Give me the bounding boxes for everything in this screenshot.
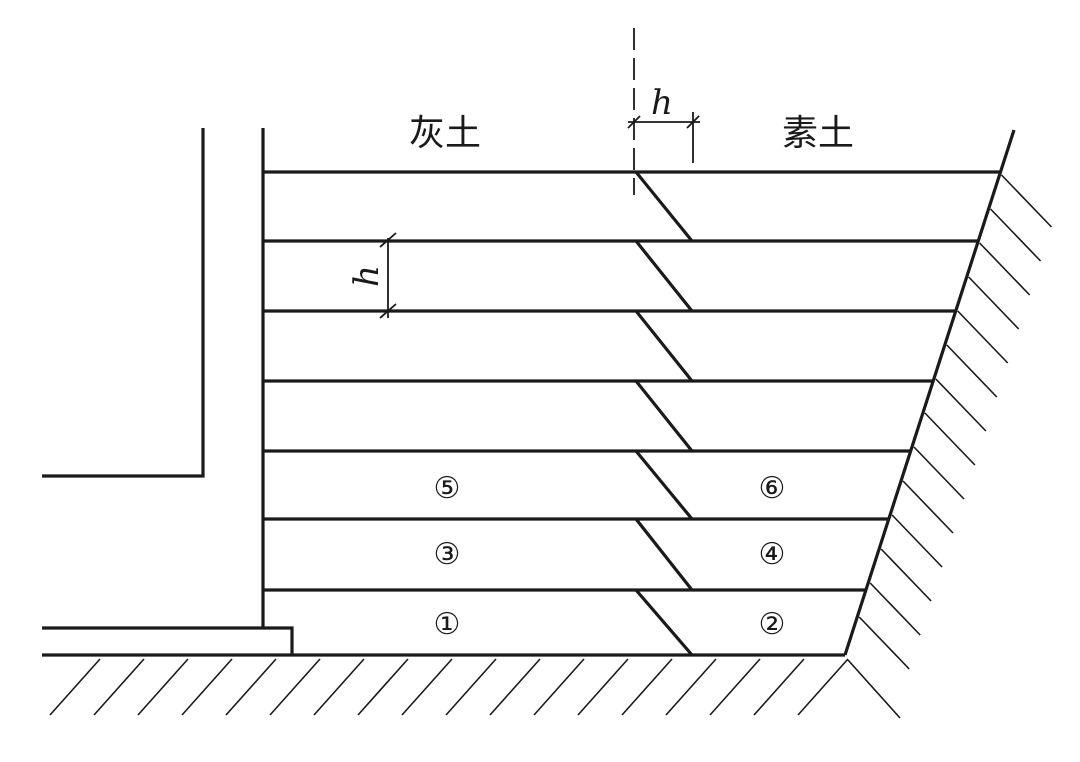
- section-4: ④: [759, 537, 786, 572]
- ground-hatch-mark: [401, 658, 453, 716]
- ground-hatch-mark: [93, 658, 145, 716]
- slope-hatch-mark: [957, 310, 1009, 364]
- footing-outline: [42, 626, 294, 655]
- step-joints: [634, 170, 694, 657]
- svg-text:④: ④: [759, 537, 786, 572]
- svg-text:⑥: ⑥: [759, 471, 786, 506]
- ground-hatch-mark: [357, 658, 409, 716]
- svg-text:②: ②: [759, 607, 786, 642]
- top-dimension-label: h: [651, 83, 673, 123]
- slope-hatching: [858, 174, 1053, 670]
- step-joint-6: [634, 518, 694, 591]
- svg-text:③: ③: [434, 537, 461, 572]
- svg-text:①: ①: [434, 607, 461, 642]
- slope-hatch-mark: [891, 514, 943, 568]
- top-dimension: h: [627, 83, 700, 163]
- ground-hatch-mark: [753, 658, 805, 716]
- svg-text:⑤: ⑤: [434, 471, 461, 506]
- excavation-slope: [843, 129, 1016, 656]
- side-dimension-label: h: [347, 265, 387, 287]
- side-dimension: h: [347, 232, 397, 319]
- step-joint-3: [634, 310, 694, 382]
- slope-hatch-mark: [858, 616, 910, 670]
- outer-wall: [42, 128, 205, 478]
- ground-hatch-mark: [847, 659, 901, 719]
- slope-hatch-mark: [924, 412, 976, 466]
- slope-hatch-mark: [869, 582, 921, 636]
- slope-hatch-mark: [902, 480, 954, 534]
- slope-hatch-mark: [989, 208, 1042, 262]
- ground-hatch-mark: [313, 658, 365, 716]
- slope-hatch-mark: [935, 378, 987, 432]
- step-joint-7: [634, 588, 694, 657]
- ground-hatch-mark: [665, 658, 717, 716]
- ground-hatch-mark: [137, 658, 189, 716]
- slope-hatch-mark: [968, 276, 1020, 330]
- fill-layers: [263, 170, 1001, 592]
- section-6: ⑥: [759, 471, 786, 506]
- step-joint-4: [634, 380, 694, 452]
- section-3: ③: [434, 537, 461, 572]
- ground-hatch-mark: [621, 658, 673, 716]
- lime-soil-label: 灰土: [409, 113, 481, 154]
- ground-hatch-mark: [489, 658, 541, 716]
- slope-hatch-mark: [979, 242, 1031, 296]
- ground-hatch-mark: [445, 658, 497, 716]
- slope-hatch-mark: [946, 344, 998, 398]
- plain-soil-label: 素土: [782, 113, 854, 154]
- step-joint-2: [634, 240, 694, 312]
- ground-hatch-mark: [577, 658, 629, 716]
- step-joint-5: [634, 449, 694, 521]
- section-1: ①: [434, 607, 461, 642]
- slope-hatch-mark: [913, 446, 965, 500]
- slope-hatch-mark: [1000, 174, 1053, 228]
- ground-hatch-mark: [269, 658, 321, 716]
- ground-hatch-mark: [533, 658, 585, 716]
- ground-hatch-mark: [797, 658, 849, 716]
- step-joint-1: [634, 170, 694, 243]
- section-5: ⑤: [434, 471, 461, 506]
- ground-hatch-mark: [225, 658, 277, 716]
- ground-hatching: [49, 658, 901, 719]
- ground-hatch-mark: [709, 658, 761, 716]
- slope-hatch-mark: [880, 548, 932, 602]
- ground-hatch-mark: [181, 658, 233, 716]
- section-2: ②: [759, 607, 786, 642]
- ground-hatch-mark: [49, 658, 101, 716]
